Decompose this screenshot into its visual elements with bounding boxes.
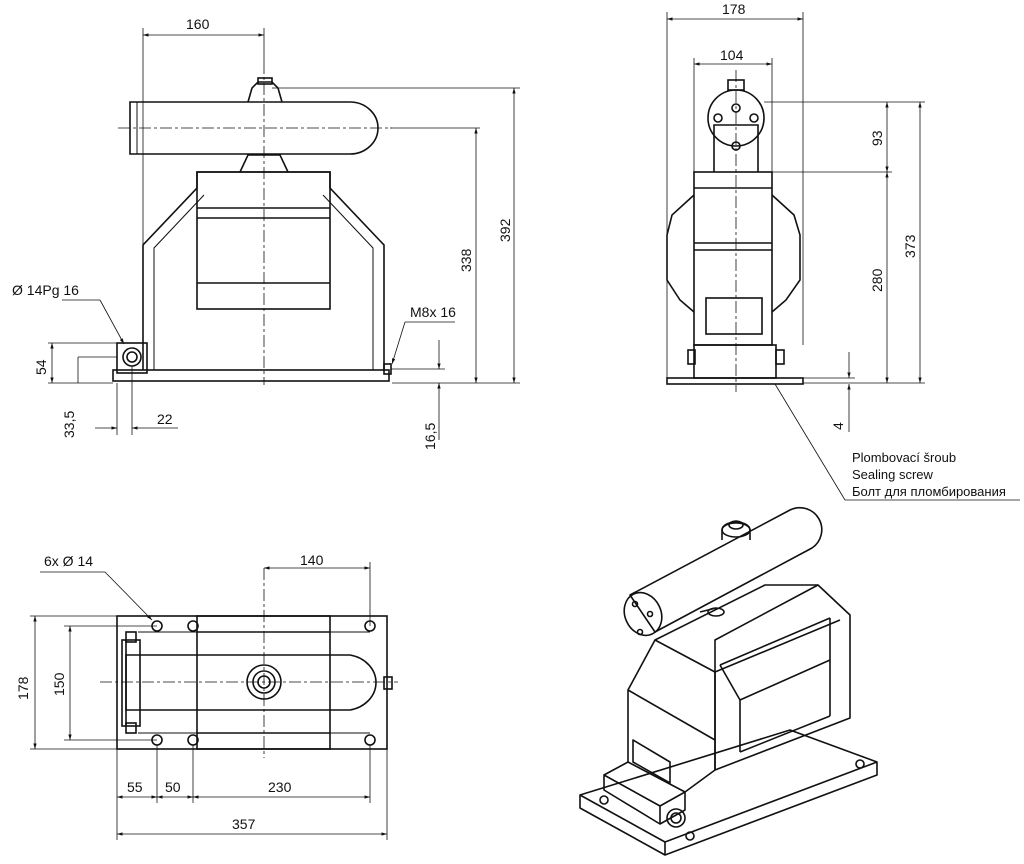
mount-hole (187, 620, 199, 632)
side-nameplate (705, 297, 763, 335)
dim-178-top: 178 (15, 676, 31, 700)
label-holes: 6x Ø 14 (44, 553, 93, 569)
front-cylinder (129, 101, 379, 155)
dim-93: 93 (869, 130, 885, 146)
dim-55: 55 (127, 779, 143, 795)
dim-54: 54 (33, 359, 49, 375)
iso-nameplate (632, 739, 671, 784)
dim-230: 230 (268, 779, 292, 795)
front-body (142, 171, 385, 370)
front-dimension-labels: 160 392 338 54 33,5 22 16,5 Ø 14Pg 16 M8… (12, 16, 513, 450)
side-dimensions (666, 12, 1020, 501)
mount-hole (364, 734, 376, 746)
top-body (196, 615, 331, 750)
dim-280: 280 (869, 268, 885, 292)
dim-50: 50 (165, 779, 181, 795)
dim-150: 150 (51, 672, 67, 696)
label-terminal: Ø 14Pg 16 (12, 282, 79, 298)
dim-357: 357 (232, 816, 256, 832)
iso-cylinder (629, 506, 823, 633)
top-cylinder (125, 654, 377, 711)
dim-338: 338 (458, 248, 474, 272)
front-dimensions (48, 28, 520, 440)
dim-373: 373 (902, 234, 918, 258)
iso-body-side (714, 584, 851, 771)
top-dimensions (30, 562, 388, 840)
dim-4: 4 (830, 422, 846, 430)
side-dimension-labels: 178 104 93 280 373 4 Plombovací šroub Se… (720, 1, 1006, 499)
dim-104: 104 (720, 47, 744, 63)
top-dimension-labels: 6x Ø 14 140 178 150 55 50 230 357 (15, 552, 324, 832)
front-window (196, 171, 331, 310)
note-line-2: Sealing screw (852, 467, 934, 482)
front-view (112, 62, 392, 385)
iso-body-front (627, 639, 716, 793)
dim-140: 140 (300, 552, 324, 568)
top-terminal-box (121, 639, 141, 727)
top-terminal (247, 81, 283, 103)
note-line-1: Plombovací šroub (852, 450, 956, 465)
dim-33-5: 33,5 (61, 411, 77, 438)
note-line-3: Болт для пломбирования (852, 484, 1006, 499)
side-view (666, 70, 804, 392)
front-base-plate (112, 369, 390, 382)
side-base-plate (666, 377, 804, 385)
dim-392: 392 (497, 218, 513, 242)
isometric-view (579, 506, 878, 856)
dim-160: 160 (186, 16, 210, 32)
dim-178-side: 178 (722, 1, 746, 17)
top-view (100, 568, 398, 758)
label-bolt: M8x 16 (410, 304, 456, 320)
dim-16-5: 16,5 (422, 423, 438, 450)
dim-22: 22 (157, 411, 173, 427)
top-base-plate (116, 615, 388, 750)
iso-base-plate (579, 729, 878, 856)
iso-cable-gland (666, 808, 686, 828)
side-body (693, 171, 773, 346)
